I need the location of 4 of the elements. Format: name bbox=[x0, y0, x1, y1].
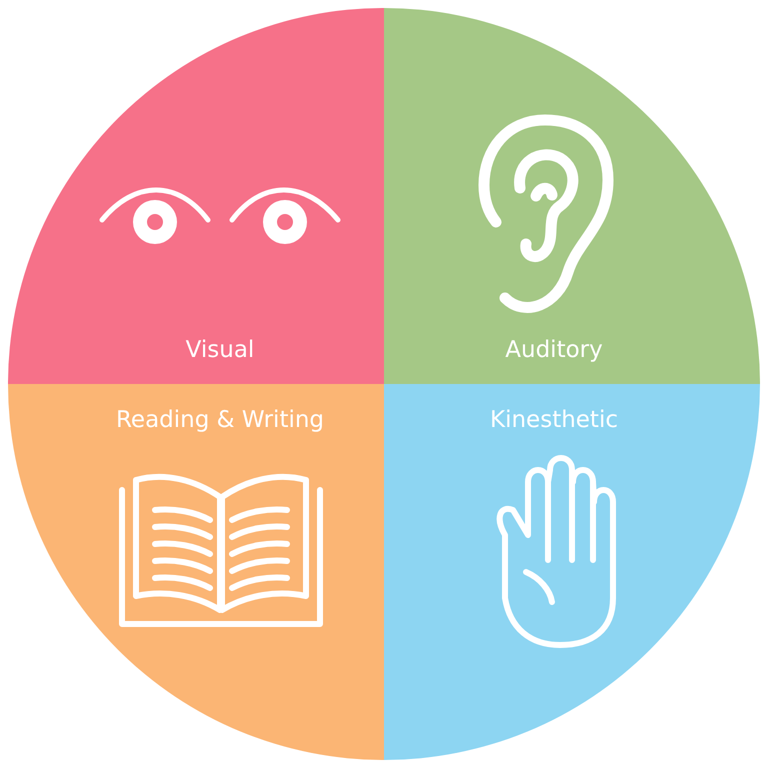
category-label: Visual bbox=[186, 337, 254, 365]
category-label: Reading & Writing bbox=[116, 407, 324, 435]
category-label: Kinesthetic bbox=[490, 407, 618, 435]
category-label: Auditory bbox=[505, 337, 603, 365]
